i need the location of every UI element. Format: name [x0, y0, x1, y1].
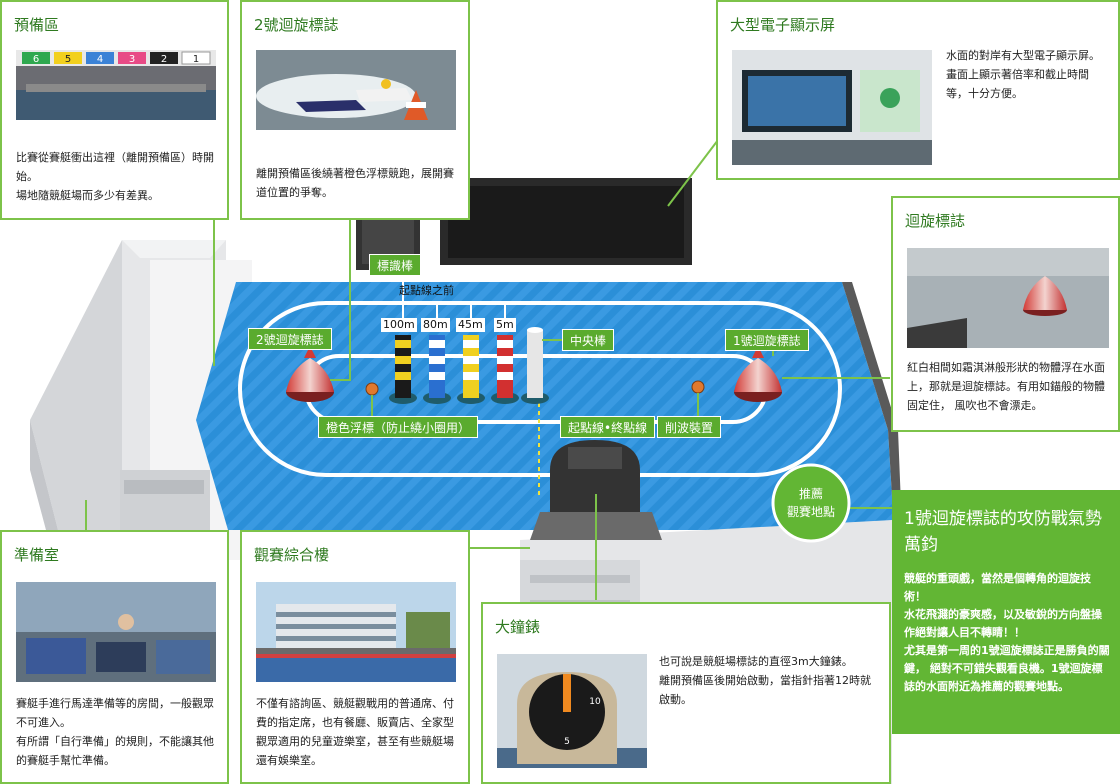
label-100m: 100m: [381, 318, 417, 332]
tag-center-pole: 中央棒: [562, 329, 615, 351]
feature-text: 競艇的重頭戲，當然是個轉角的迴旋技術！ 水花飛濺的豪爽感，以及敏銳的方向盤操作絕…: [904, 572, 1110, 693]
tag-orange-buoy: 橙色浮標（防止繞小圈用）: [318, 416, 479, 438]
callout-lines: [85, 139, 892, 600]
card-stands-text: 不僅有諮詢區、競艇觀戰用的普通席、付費的指定席，也有餐廳、販賣店、全家型觀眾適用…: [256, 697, 454, 767]
mark-photo: [907, 248, 1109, 348]
standby-number-2: 2: [161, 54, 167, 65]
tag-start-finish-line: 起點線•終點線: [560, 416, 656, 438]
stands-photo: [256, 582, 456, 682]
card-stands-title: 觀賽綜合樓: [254, 546, 330, 564]
label-5m: 5m: [494, 318, 516, 332]
tag-turn-mark-1: 1號迴旋標誌: [725, 329, 809, 351]
clock-number-10: 10: [589, 697, 601, 707]
orange-buoy-right: [691, 380, 705, 394]
turn2-photo: [256, 50, 456, 130]
center-pole: [521, 327, 549, 404]
tag-wave-breaker: 削波裝置: [657, 416, 722, 438]
card-screen-text: 水面的對岸有大型電子顯示屏。 畫面上顯示著倍率和截止時間等，十分方便。: [946, 49, 1100, 100]
card-prep-title: 準備室: [14, 546, 60, 564]
screen-photo: [732, 50, 932, 165]
tag-turn-mark-2: 2號迴旋標誌: [248, 328, 332, 350]
orange-buoy-left: [365, 382, 379, 396]
standby-number-6: 6: [33, 54, 39, 65]
turn-mark-2: [286, 346, 334, 402]
feature-box: 1號迴旋標誌的攻防戰氣勢萬鈞 競艇的重頭戲，當然是個轉角的迴旋技術！ 水花飛濺的…: [892, 490, 1120, 734]
card-standby-area: 預備區 6 5 4 3 2 1 比賽從賽艇衝出這裡（離開預備區）時開始。 場地隨…: [0, 0, 229, 220]
label-45m: 45m: [456, 318, 485, 332]
recommended-spot-circle: [771, 463, 851, 543]
card-clock-title: 大鐘錶: [495, 618, 541, 636]
clock-number-5: 5: [564, 737, 570, 747]
card-turn-mark: 迴旋標誌 紅白相間如霜淇淋般形狀的物體浮在水面上，那就是迴旋標誌。有用如錨般的物…: [891, 196, 1120, 432]
card-big-clock: 大鐘錶 10 5 也可說是競艇場標誌的直徑3m大鐘錶。 離開預備區後開始啟動，當…: [481, 602, 891, 784]
card-mark-text: 紅白相間如霜淇淋般形狀的物體浮在水面上，那就是迴旋標誌。有用如錨般的物體固定住，…: [907, 361, 1105, 412]
distance-poles: [389, 335, 519, 404]
clock-photo: 10 5: [497, 654, 647, 768]
card-big-screen: 大型電子顯示屏 水面的對岸有大型電子顯示屏。 畫面上顯示著倍率和截止時間等，十分…: [716, 0, 1120, 180]
standby-number-1: 1: [193, 54, 199, 65]
standby-photo: 6 5 4 3 2 1: [16, 50, 216, 120]
standby-number-5: 5: [65, 54, 71, 65]
recommended-spot-label: 推薦 觀賽地點: [786, 487, 835, 519]
card-prep-text: 賽艇手進行馬達準備等的房間，一般觀眾不可進入。 有所謂「自行準備」的規則，不能讓…: [16, 697, 214, 767]
standby-number-3: 3: [129, 54, 135, 65]
card-stands-building: 觀賽綜合樓 不僅有諮詢區、競艇觀戰用的普通席、付費的指定席，也有餐廳、販賣店、全…: [240, 530, 470, 784]
card-standby-text: 比賽從賽艇衝出這裡（離開預備區）時開始。 場地隨競艇場而多少有差異。: [16, 151, 214, 202]
label-80m: 80m: [421, 318, 450, 332]
card-turn2-title: 2號迴旋標誌: [254, 16, 339, 34]
label-before-start: 起點線之前: [399, 284, 454, 297]
standby-number-4: 4: [97, 54, 103, 65]
water-surface: [196, 282, 894, 530]
card-screen-title: 大型電子顯示屏: [730, 16, 836, 34]
turn-mark-1: [734, 346, 782, 402]
card-turn2-text: 離開預備區後繞著橙色浮標競跑，展開賽道位置的爭奪。: [256, 167, 454, 199]
feature-title: 1號迴旋標誌的攻防戰氣勢萬鈞: [904, 509, 1102, 555]
card-clock-text: 也可說是競艇場標誌的直徑3m大鐘錶。 離開預備區後開始啟動，當指針指著12時就啟…: [659, 655, 871, 706]
card-standby-title: 預備區: [14, 16, 60, 34]
prep-photo: [16, 582, 216, 682]
tag-marker-poles: 標識棒: [369, 254, 422, 276]
card-prep-room: 準備室 賽艇手進行馬達準備等的房間，一般觀眾不可進入。 有所謂「自行準備」的規則…: [0, 530, 229, 784]
big-screen: [356, 178, 692, 270]
card-mark-title: 迴旋標誌: [905, 212, 966, 230]
card-turn-mark-2: 2號迴旋標誌 離開預備區後繞著橙色浮標競跑，展開賽道位置的爭奪。: [240, 0, 470, 220]
